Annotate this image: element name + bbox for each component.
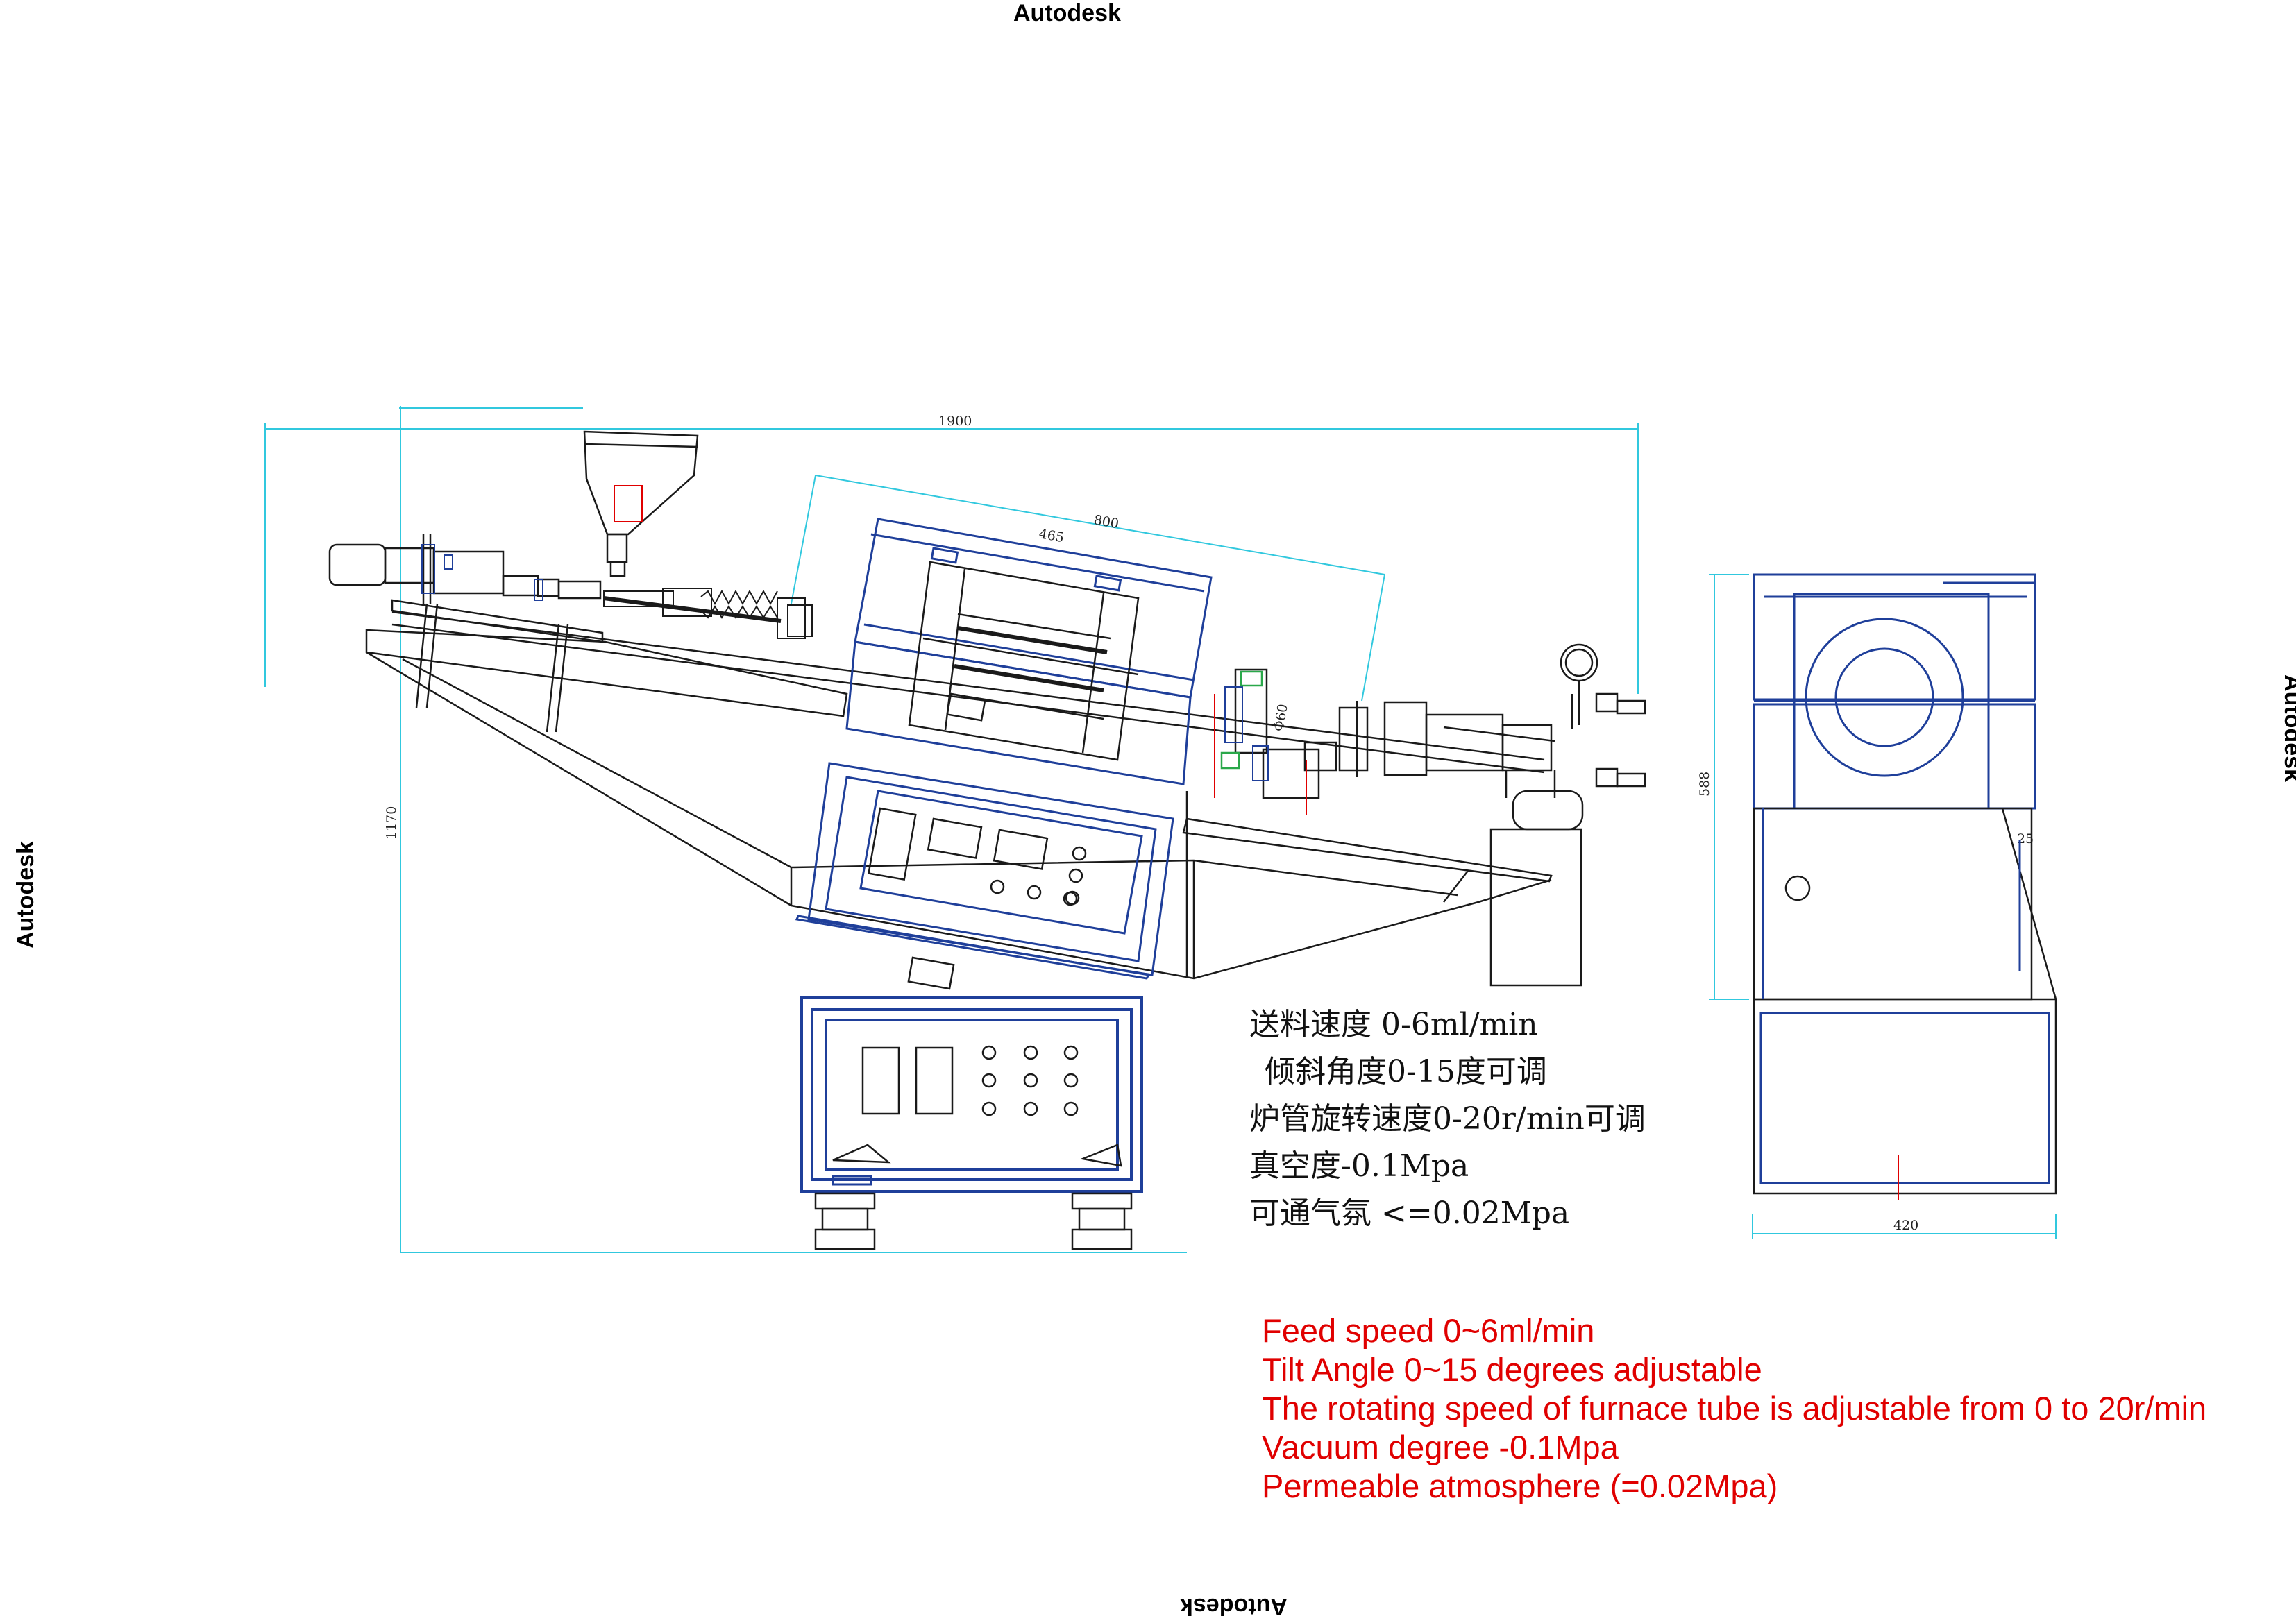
flange-green [1220,670,1263,770]
flange-right [1234,668,1337,799]
dim-side-width: 420 [1893,1218,1918,1233]
furnace-chamber [908,561,1140,761]
side-view-furnace [1753,573,2036,810]
spec-en-feed-speed: Feed speed 0~6ml/min [1262,1312,1595,1349]
spec-en-atmosphere: Permeable atmosphere (=0.02Mpa) [1262,1468,1778,1504]
control-panel-tilted [795,762,1174,980]
feed-hopper [583,430,699,577]
spec-en-tilt-angle: Tilt Angle 0~15 degrees adjustable [1262,1351,1762,1388]
outlet-assembly [1338,643,1646,987]
screw-feeder [603,588,813,639]
spec-cn-vacuum: 真空度-0.1Mpa [1249,1148,1469,1184]
dim-tube-length: 800 [1092,512,1120,532]
spec-cn-feed-speed: 送料速度 0-6ml/min [1249,1007,1538,1042]
spec-en-rotation-speed: The rotating speed of furnace tube is ad… [1262,1390,2207,1427]
hopper-marker [614,485,643,522]
caster-wheels [814,1192,1133,1250]
control-box-base [832,1175,872,1186]
side-view-blue-frame [1759,808,2050,1184]
drive-coupling-blue [421,544,543,601]
control-panel-displays [868,807,1087,990]
drive-motor [328,534,602,604]
frame-stand [365,599,1553,980]
furnace-body [845,518,1213,785]
control-box-front [832,1045,1122,1167]
spec-cn-tilt-angle: 倾斜角度0-15度可调 [1265,1054,1547,1089]
heating-elements [954,626,1108,692]
spec-cn-atmosphere: 可通气氛 <=0.02Mpa [1249,1196,1570,1231]
watermark-top: Autodesk [1013,0,1121,26]
flange-right-blue [1224,686,1269,781]
dim-small: 25 [2017,831,2034,847]
spec-en-vacuum: Vacuum degree -0.1Mpa [1262,1429,1619,1465]
dimension-lines [264,406,2057,1253]
control-box [800,996,1143,1193]
screw-thread [603,596,782,623]
dim-overall-length: 1900 [938,414,972,429]
spec-cn-rotation-speed: 炉管旋转速度0-20r/min可调 [1249,1101,1646,1137]
dim-side-height: 588 [1697,772,1712,797]
side-view-body [1753,807,2057,1195]
dim-chamber-length: 465 [1038,526,1065,545]
dim-height: 1170 [384,806,399,840]
dim-tube-diameter: Φ60 [1271,703,1291,733]
flange-red-marks [1214,694,1307,815]
